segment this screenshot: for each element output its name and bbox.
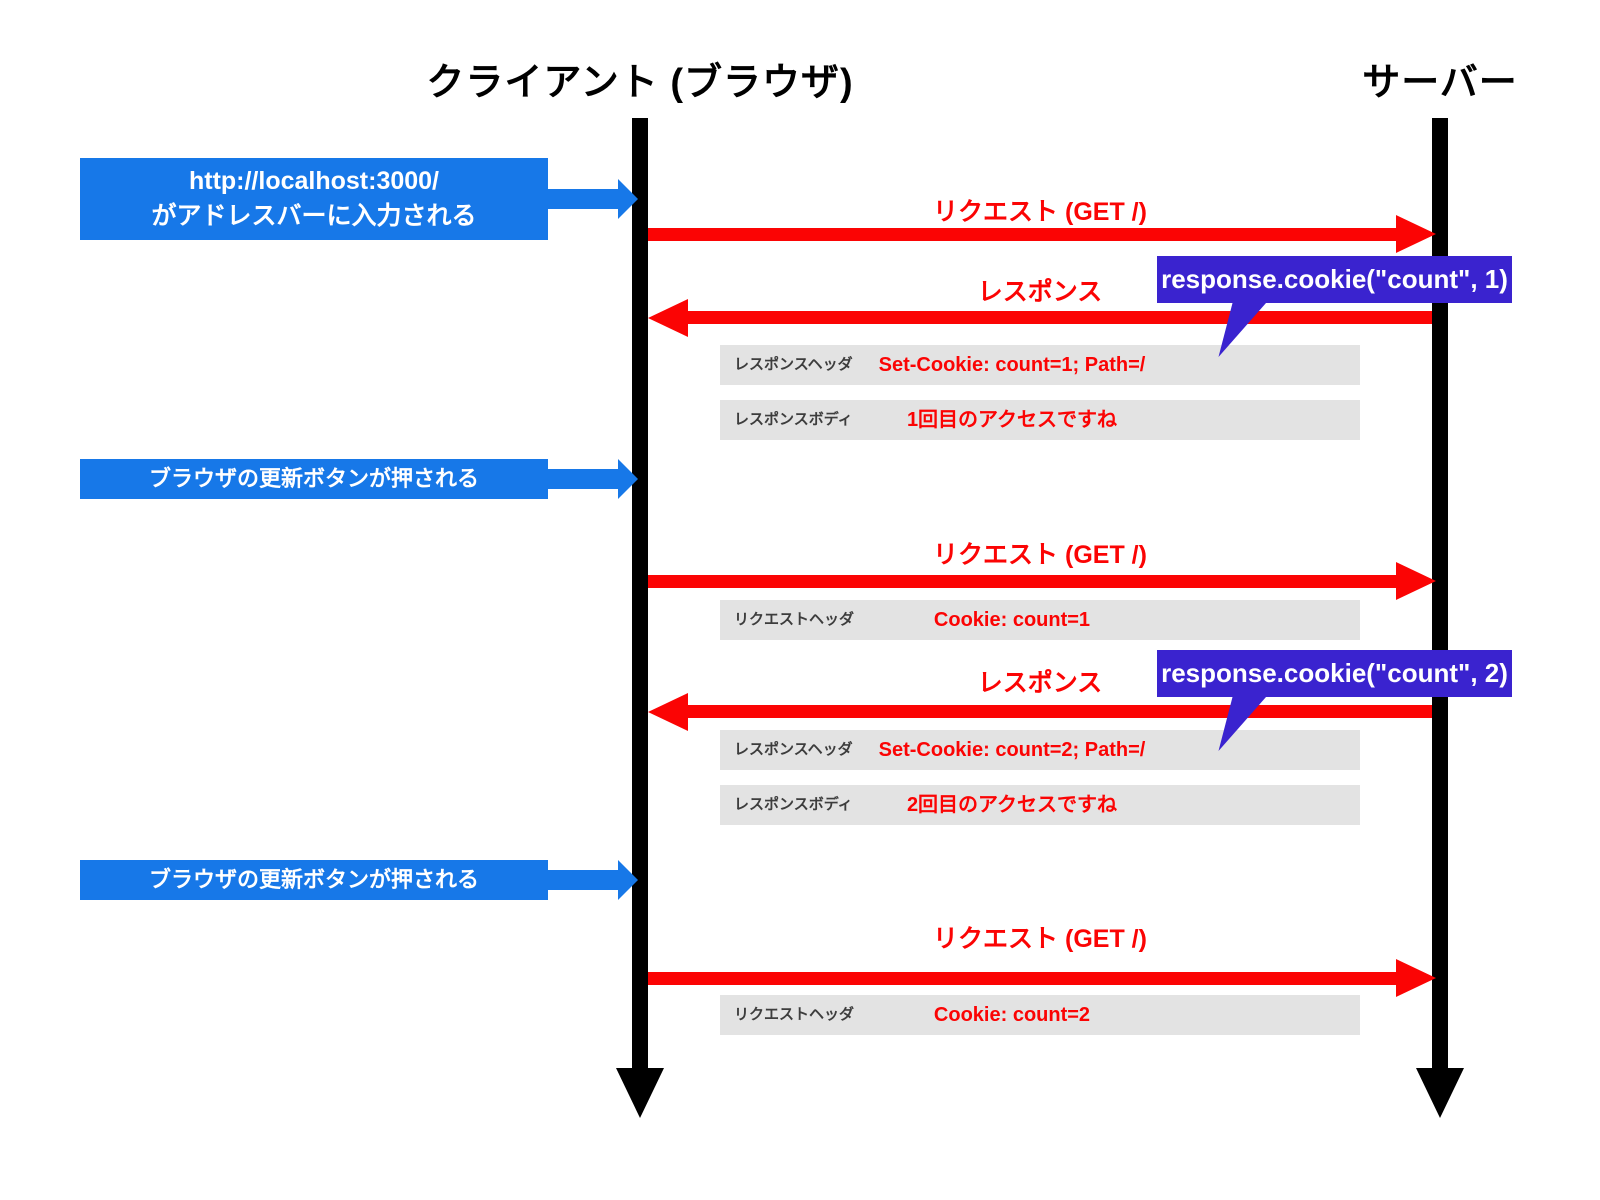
response-arrow-1	[688, 311, 1432, 324]
client-action-box-3: ブラウザの更新ボタンが押される	[80, 860, 548, 900]
client-actor-title: クライアント (ブラウザ)	[426, 62, 854, 104]
client-action-1-line-2: がアドレスバーに入力される	[151, 202, 477, 230]
detail-row-label: リクエストヘッダ	[734, 611, 855, 628]
message-label-request-1: リクエスト (GET /)	[933, 198, 1147, 226]
client-action-2-line-1: ブラウザの更新ボタンが押される	[148, 466, 479, 491]
detail-row-request-header-3: リクエストヘッダ Cookie: count=2	[720, 995, 1360, 1035]
client-lifeline-arrowhead-icon	[616, 1068, 664, 1118]
client-action-1-line-1: http://localhost:3000/	[188, 167, 440, 195]
detail-row-value: Cookie: count=1	[933, 609, 1091, 631]
detail-row-response-header-1: レスポンスヘッダ Set-Cookie: count=1; Path=/	[720, 345, 1360, 385]
detail-row-value: 1回目のアクセスですね	[906, 409, 1118, 431]
server-code-callout-2: response.cookie("count", 2)	[1157, 650, 1512, 697]
detail-row-label: レスポンスヘッダ	[734, 356, 853, 373]
request-arrow-3	[648, 972, 1396, 985]
message-label-request-3: リクエスト (GET /)	[933, 925, 1147, 953]
client-lifeline	[632, 118, 648, 1070]
detail-row-request-header-2: リクエストヘッダ Cookie: count=1	[720, 600, 1360, 640]
detail-row-value: Set-Cookie: count=1; Path=/	[878, 354, 1146, 376]
detail-row-value: Set-Cookie: count=2; Path=/	[878, 739, 1146, 761]
response-arrowhead-2-icon	[648, 693, 688, 731]
response-arrowhead-1-icon	[648, 299, 688, 337]
detail-row-value: Cookie: count=2	[933, 1004, 1091, 1026]
detail-row-label: レスポンスボディ	[734, 411, 853, 428]
detail-row-label: リクエストヘッダ	[734, 1006, 855, 1023]
detail-row-response-body-2: レスポンスボディ 2回目のアクセスですね	[720, 785, 1360, 825]
request-arrowhead-3-icon	[1396, 959, 1436, 997]
client-action-3-line-1: ブラウザの更新ボタンが押される	[148, 867, 479, 892]
message-label-response-1: レスポンス	[977, 278, 1103, 306]
client-action-arrow-3	[548, 870, 618, 890]
client-action-box-2: ブラウザの更新ボタンが押される	[80, 459, 548, 499]
client-action-arrow-2	[548, 469, 618, 489]
request-arrow-1	[648, 228, 1396, 241]
detail-row-label: レスポンスヘッダ	[734, 741, 853, 758]
client-action-arrowhead-1-icon	[618, 179, 638, 219]
server-actor-title: サーバー	[1362, 62, 1518, 104]
client-action-box-1: http://localhost:3000/ がアドレスバーに入力される	[80, 158, 548, 240]
detail-row-value: 2回目のアクセスですね	[906, 794, 1118, 816]
request-arrowhead-2-icon	[1396, 562, 1436, 600]
detail-row-label: レスポンスボディ	[734, 796, 853, 813]
request-arrowhead-1-icon	[1396, 215, 1436, 253]
request-arrow-2	[648, 575, 1396, 588]
message-label-response-2: レスポンス	[977, 669, 1103, 697]
client-action-arrowhead-2-icon	[618, 459, 638, 499]
client-action-arrowhead-3-icon	[618, 860, 638, 900]
server-lifeline	[1432, 118, 1448, 1070]
response-arrow-2	[688, 705, 1432, 718]
server-lifeline-arrowhead-icon	[1416, 1068, 1464, 1118]
message-label-request-2: リクエスト (GET /)	[933, 541, 1147, 569]
server-code-callout-1: response.cookie("count", 1)	[1157, 256, 1512, 303]
detail-row-response-header-2: レスポンスヘッダ Set-Cookie: count=2; Path=/	[720, 730, 1360, 770]
client-action-arrow-1	[548, 189, 618, 209]
detail-row-response-body-1: レスポンスボディ 1回目のアクセスですね	[720, 400, 1360, 440]
